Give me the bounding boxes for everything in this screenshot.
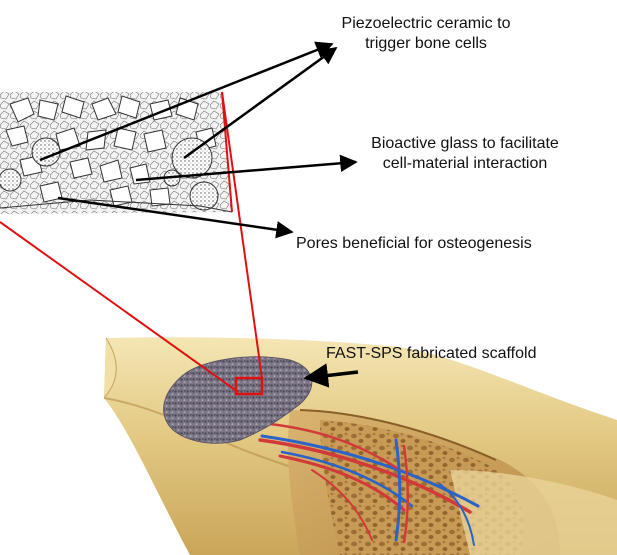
scaffold-plug	[163, 356, 313, 444]
arrow-piezo-1	[39, 41, 334, 162]
label-pores: Pores beneficial for osteogenesis	[296, 235, 532, 252]
label-piezoelectric-line1: Piezoelectric ceramic to	[341, 15, 511, 32]
micrograph-inset	[0, 92, 233, 214]
zoom-indicator	[0, 91, 264, 396]
label-piezoelectric-line2: trigger bone cells	[365, 35, 487, 52]
arrow-piezo-2	[183, 46, 338, 160]
arrow-scaffold	[303, 363, 359, 388]
label-bioactive-line1: Bioactive glass to facilitate	[371, 135, 559, 152]
blood-vessels	[258, 422, 480, 546]
callout-arrows	[39, 41, 359, 388]
arrow-bioactive	[135, 154, 358, 182]
bone-illustration	[103, 337, 617, 555]
zoom-line-right	[221, 91, 263, 379]
label-bioactive: Bioactive glass to facilitate cell-mater…	[340, 134, 590, 174]
zoom-line-left	[0, 221, 239, 393]
zoom-region	[234, 376, 264, 396]
label-scaffold: FAST-SPS fabricated scaffold	[326, 345, 537, 362]
arrow-pores	[57, 196, 294, 239]
label-bioactive-line2: cell-material interaction	[382, 155, 548, 172]
label-piezoelectric: Piezoelectric ceramic to trigger bone ce…	[296, 14, 556, 54]
